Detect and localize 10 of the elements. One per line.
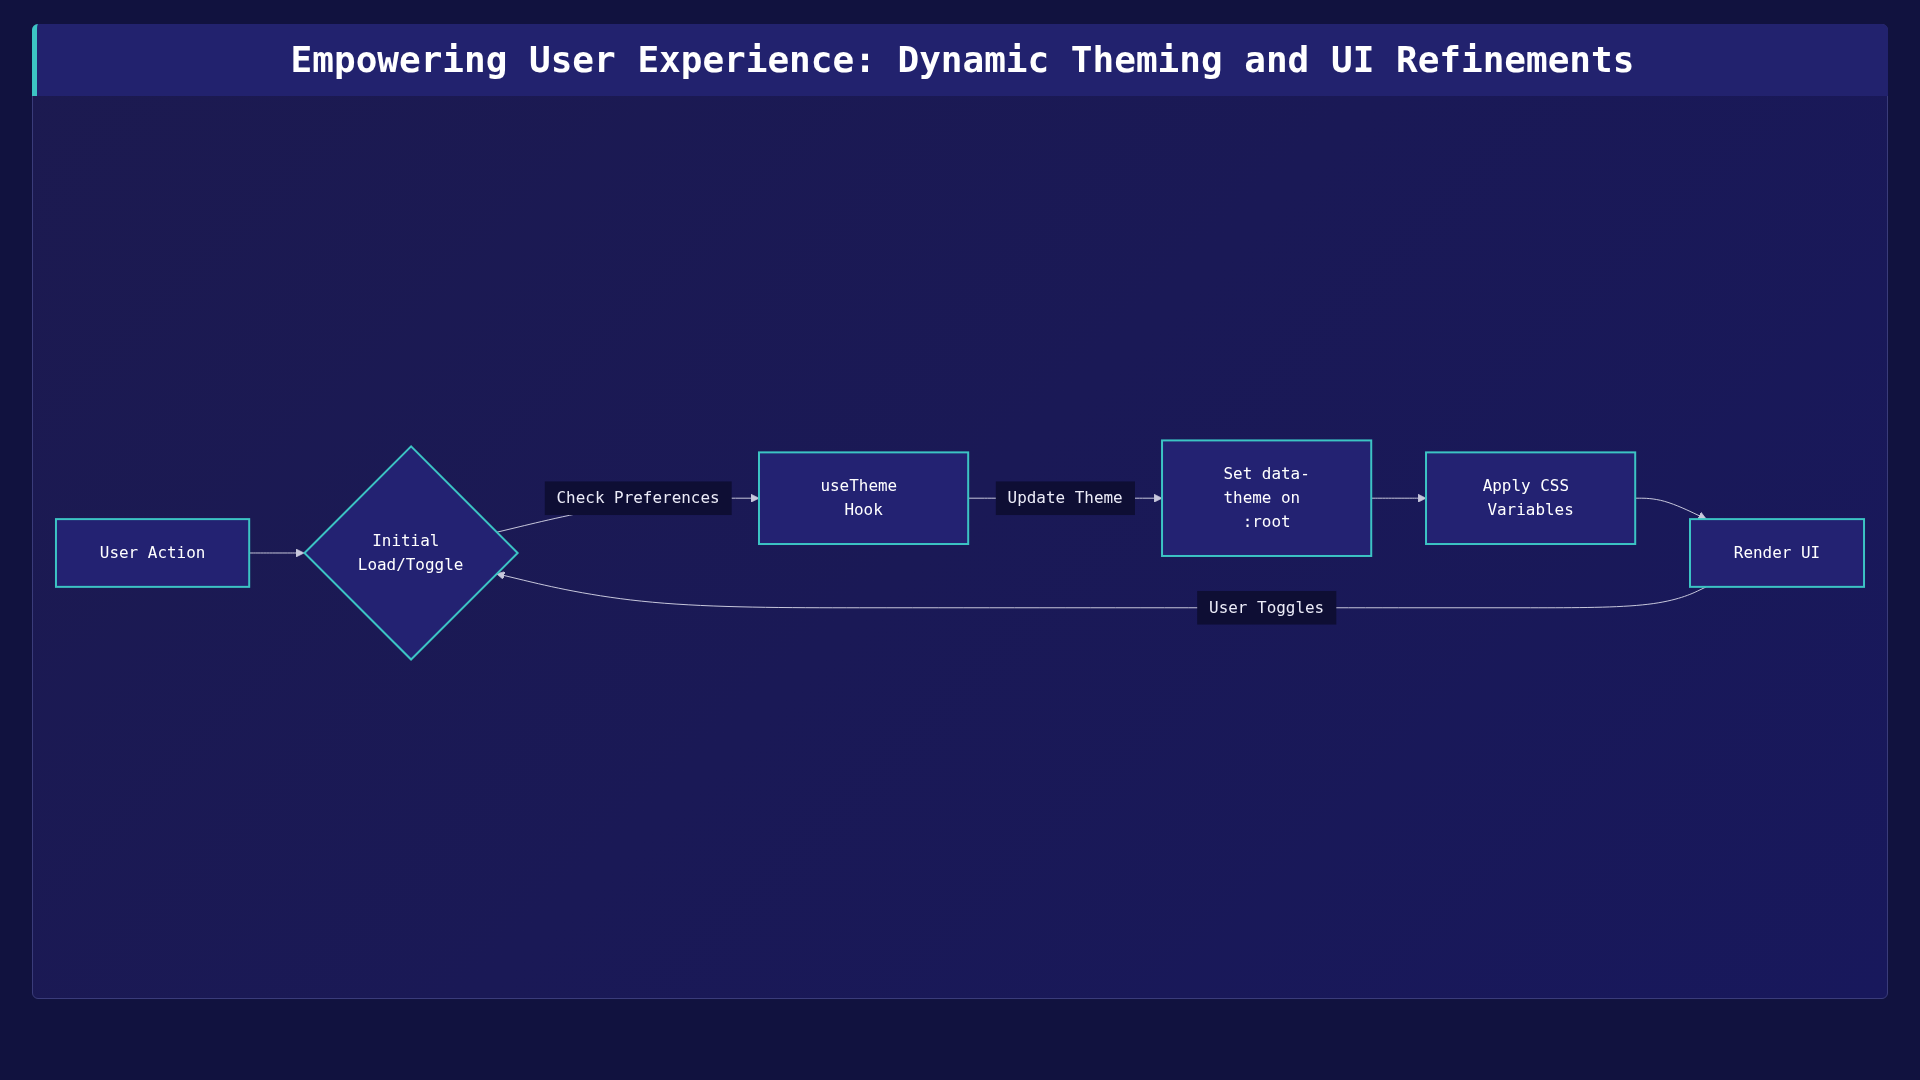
node-box: Set data-theme on :root bbox=[1161, 439, 1373, 557]
node-box: User Action bbox=[54, 518, 251, 588]
diagram-title: Empowering User Experience: Dynamic Theming and UI Refinements bbox=[32, 24, 1888, 96]
edge-label: Check Preferences bbox=[556, 488, 720, 508]
node-box: Apply CSS Variables bbox=[1425, 451, 1637, 545]
node-diamond: Initial Load/Toggle bbox=[303, 445, 520, 661]
node-box: useTheme Hook bbox=[758, 451, 970, 545]
edge-label: Update Theme bbox=[1007, 488, 1123, 508]
node-box: Render UI bbox=[1689, 518, 1866, 588]
edge-label: User Toggles bbox=[1209, 597, 1325, 617]
